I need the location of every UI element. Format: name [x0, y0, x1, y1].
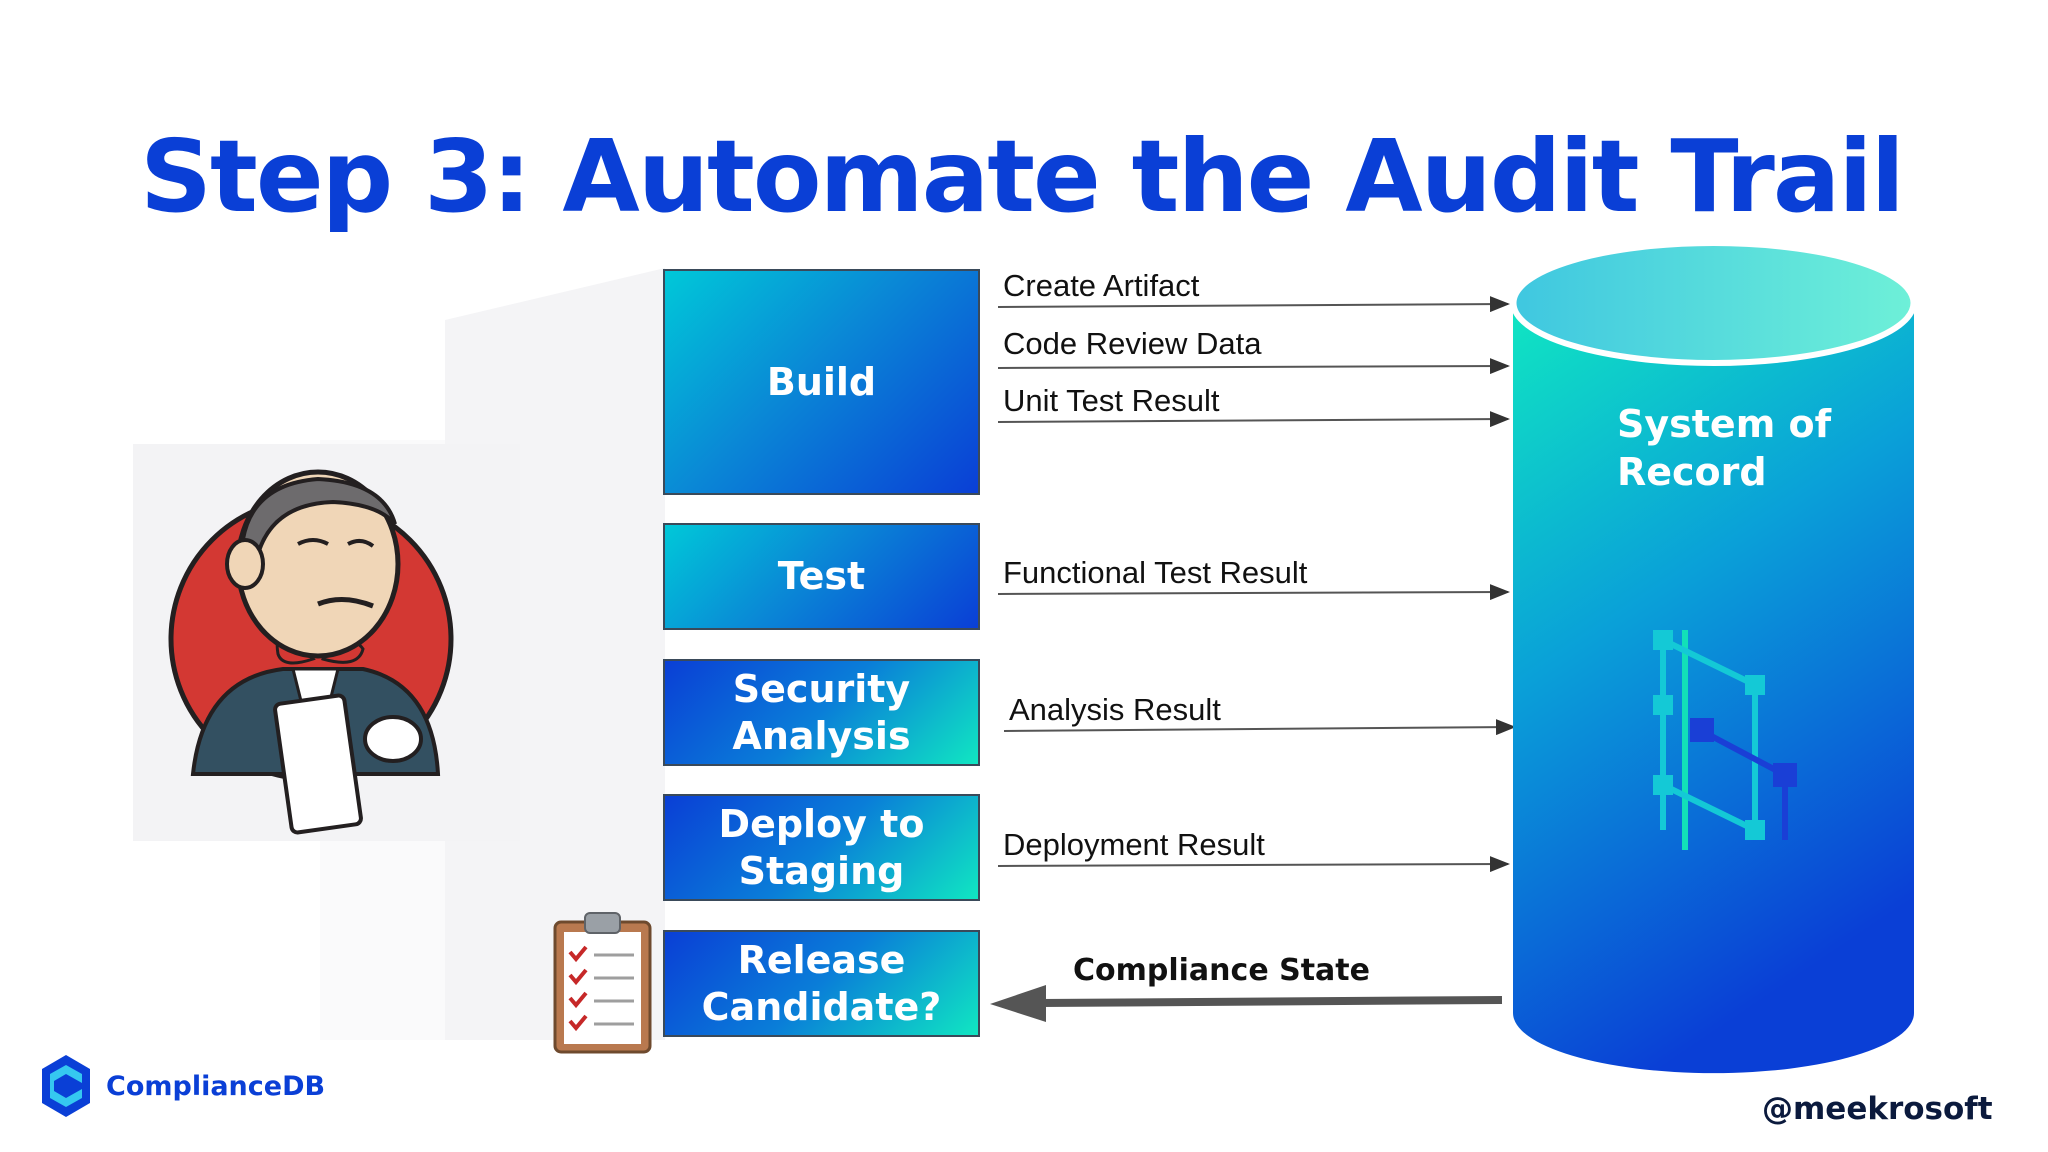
clipboard-checklist-icon — [553, 912, 652, 1054]
arrow-functional-test-result — [997, 584, 1510, 601]
stage-build: Build — [663, 269, 980, 495]
flow-label-analysis-result: Analysis Result — [1009, 692, 1221, 727]
ledger-graph-icon — [1653, 630, 1797, 850]
stage-deploy-to-staging: Deploy to Staging — [663, 794, 980, 901]
arrow-deployment-result — [997, 856, 1510, 873]
jenkins-panel — [133, 444, 520, 841]
flow-label-compliance-state: Compliance State — [1073, 953, 1370, 988]
compliancedb-logo-icon — [42, 1055, 90, 1117]
flow-label-code-review-data: Code Review Data — [1003, 326, 1262, 361]
flow-label-deployment-result: Deployment Result — [1003, 827, 1265, 862]
arrow-create-artifact — [997, 296, 1510, 313]
jenkins-butler-icon — [168, 469, 454, 835]
stage-test: Test — [663, 523, 980, 630]
brand: ComplianceDB — [40, 1053, 325, 1119]
author-handle: @meekrosoft — [1762, 1091, 1993, 1127]
system-of-record-label: System of Record — [1617, 402, 1832, 494]
brand-name: ComplianceDB — [106, 1070, 326, 1102]
arrow-compliance-state — [1039, 996, 1503, 1007]
arrow-unit-test-result — [997, 411, 1510, 428]
flow-label-create-artifact: Create Artifact — [1003, 268, 1200, 303]
arrow-analysis-result — [1003, 719, 1516, 736]
flow-label-unit-test-result: Unit Test Result — [1003, 383, 1220, 418]
stage-security-analysis: Security Analysis — [663, 659, 980, 766]
system-of-record-cylinder — [1510, 240, 1917, 1074]
flow-label-functional-test-result: Functional Test Result — [1003, 555, 1308, 590]
arrow-code-review-data — [997, 358, 1510, 375]
stage-release-candidate: Release Candidate? — [663, 930, 980, 1037]
slide-title: Step 3: Automate the Audit Trail — [140, 118, 1905, 235]
